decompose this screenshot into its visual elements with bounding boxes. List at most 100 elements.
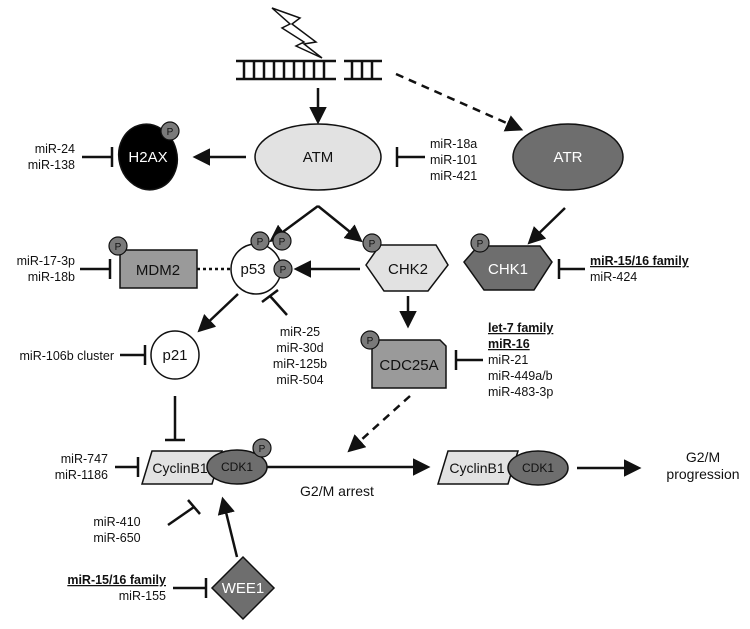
atm-label: ATM: [303, 149, 334, 166]
mirna-label: miR-410: [93, 515, 140, 529]
mirna-label: miR-17-3p: [17, 254, 75, 268]
p53-node: p53 P P P: [230, 231, 293, 295]
mirna-p53-group: miR-25 miR-30d miR-125b miR-504: [273, 325, 327, 387]
h2ax-label: H2AX: [128, 149, 167, 166]
cdc25a-phospho-icon: [360, 330, 380, 350]
mdm2-label: MDM2: [136, 262, 180, 279]
mdm2-phospho-icon: [108, 236, 128, 256]
chk1-phospho-icon: [470, 233, 490, 253]
cdk1-phospho-icon: [252, 438, 272, 458]
mdm2-node: MDM2 P: [108, 236, 198, 289]
mirna-label: let-7 family: [488, 321, 553, 335]
p53-phospho-icon-2: [272, 231, 292, 251]
mirna-wee1-group: miR-15/16 family miR-155: [67, 573, 166, 603]
atr-label: ATR: [554, 149, 583, 166]
atr-to-chk1-arrow: [527, 207, 566, 245]
chk2-phospho-label: P: [369, 239, 376, 250]
mirna-mdm2-group: miR-17-3p miR-18b: [17, 254, 75, 284]
inhibit-chk1: [557, 259, 585, 279]
mirna-label: miR-650: [93, 531, 140, 545]
broken-dna-icon: [236, 59, 382, 81]
mirna-cdk1-group: miR-410 miR-650: [93, 515, 140, 545]
g2m-progression-label-1: G2/M: [686, 449, 720, 465]
wee1-label: WEE1: [222, 580, 265, 597]
cdk1-label-2: CDK1: [522, 461, 554, 475]
mirna-chk1-group: miR-15/16 family miR-424: [590, 254, 689, 284]
mirna-label: miR-747: [61, 452, 108, 466]
cyclinb1-cdk1-complex: CyclinB1 CDK1 P: [140, 438, 272, 485]
mirna-label: miR-125b: [273, 357, 327, 371]
mirna-label: miR-24: [35, 142, 75, 156]
p53-phospho-label-1: P: [257, 237, 264, 248]
mirna-label: miR-449a/b: [488, 369, 553, 383]
p53-to-p21-arrow: [197, 293, 239, 333]
g2m-progression-label-2: progression: [666, 466, 739, 482]
inhibit-atm: [395, 147, 425, 167]
wee1-to-cdk1-arrow: [217, 496, 239, 558]
inhibit-p21: [120, 345, 147, 365]
h2ax-node: H2AX P: [117, 121, 180, 191]
mirna-atm-group: miR-18a miR-101 miR-421: [430, 137, 477, 183]
mirna-label: miR-424: [590, 270, 637, 284]
mirna-label: miR-138: [28, 158, 75, 172]
atr-node: ATR: [512, 123, 624, 191]
mirna-label: miR-106b cluster: [20, 349, 114, 363]
cyclinb1-cdk1-complex-2: CyclinB1 CDK1: [436, 450, 569, 486]
inhibit-cdc25a: [454, 350, 483, 370]
cdc25a-phospho-label: P: [367, 336, 374, 347]
mirna-label: miR-18b: [28, 270, 75, 284]
mirna-label: miR-15/16 family: [590, 254, 689, 268]
mdm2-phospho-label: P: [115, 242, 122, 253]
atm-node: ATM: [254, 123, 382, 191]
p53-label: p53: [240, 261, 265, 278]
lightning-icon: [271, 7, 323, 59]
mirna-p21-group: miR-106b cluster: [20, 349, 114, 363]
g2m-arrest-label: G2/M arrest: [300, 483, 374, 499]
mirna-label: miR-18a: [430, 137, 477, 151]
chk1-phospho-label: P: [477, 239, 484, 250]
p21-node: p21: [150, 330, 200, 380]
chk2-label: CHK2: [388, 261, 428, 278]
mirna-cyclinb1-group: miR-747 miR-1186: [55, 452, 108, 482]
inhibit-p21-to-cyclin: [165, 396, 185, 442]
p53-phospho-label-3: P: [280, 265, 287, 276]
mirna-label: miR-25: [280, 325, 320, 339]
chk2-phospho-icon: [362, 233, 382, 253]
mirna-label: miR-16: [488, 337, 530, 351]
chk2-node: CHK2 P: [362, 233, 449, 292]
cdc25a-node: CDC25A P: [360, 330, 447, 389]
inhibit-cdk1: [167, 499, 201, 527]
p53-phospho-icon-3: [273, 259, 293, 279]
p53-phospho-icon-1: [250, 231, 270, 251]
chk1-label: CHK1: [488, 261, 528, 278]
wee1-node: WEE1: [210, 555, 276, 621]
mirna-label: miR-1186: [55, 468, 108, 482]
inhibit-h2ax: [82, 147, 114, 167]
cdc25a-label: CDC25A: [379, 357, 438, 374]
mirna-label: miR-101: [430, 153, 477, 167]
cdk1-phospho-label: P: [259, 444, 266, 455]
mirna-label: miR-15/16 family: [67, 573, 166, 587]
mirna-h2ax-group: miR-24 miR-138: [28, 142, 75, 172]
inhibit-wee1: [173, 578, 208, 598]
cyclinb1-label: CyclinB1: [152, 460, 207, 476]
cdk1-label: CDK1: [221, 460, 253, 474]
mirna-label: miR-421: [430, 169, 477, 183]
inhibit-mdm2: [80, 259, 112, 279]
mirna-label: miR-30d: [276, 341, 323, 355]
mirna-label: miR-21: [488, 353, 528, 367]
mirna-label: miR-483-3p: [488, 385, 553, 399]
mirna-label: miR-504: [276, 373, 323, 387]
cdc25a-to-arrest-arrow: [347, 395, 411, 453]
mirna-label: miR-155: [119, 589, 166, 603]
chk1-node: CHK1 P: [463, 233, 553, 291]
cyclinb1-label-2: CyclinB1: [449, 460, 504, 476]
atm-to-chk2-arrow: [317, 205, 363, 243]
mirna-cdc25a-group: let-7 family miR-16 miR-21 miR-449a/b mi…: [488, 321, 553, 399]
inhibit-cyclinb1: [115, 457, 140, 477]
p53-phospho-label-2: P: [279, 237, 286, 248]
p21-label: p21: [162, 347, 187, 364]
h2ax-phospho-icon: [160, 121, 180, 141]
h2ax-phospho-label: P: [167, 127, 174, 138]
